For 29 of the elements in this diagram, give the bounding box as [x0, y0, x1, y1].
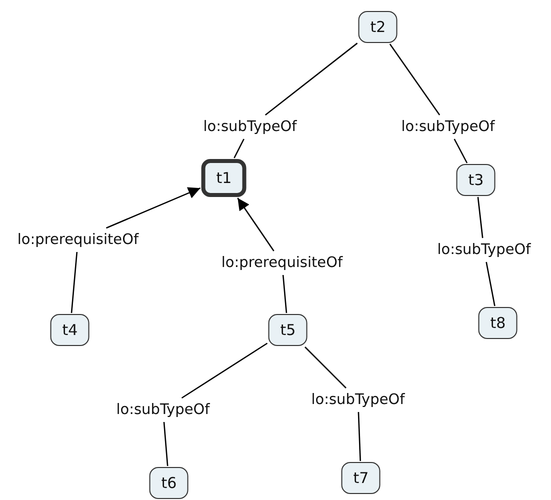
concept-box: t3: [456, 164, 496, 196]
concept-box: t4: [50, 314, 90, 346]
connector-line: [304, 346, 346, 388]
connector-line: [181, 342, 268, 399]
arrow: [106, 187, 201, 229]
connector-line: [389, 44, 440, 116]
concept-box: t7: [341, 462, 381, 494]
concept-box: t5: [268, 314, 308, 346]
connector-line: [282, 274, 288, 314]
linking-phrase: lo:subTypeOf: [201, 118, 299, 136]
connector-line: [163, 422, 168, 466]
linking-phrase: lo:subTypeOf: [114, 401, 212, 419]
connector-line: [477, 196, 484, 238]
connector-line: [234, 138, 244, 158]
concept-box: t8: [478, 307, 518, 339]
linking-phrase: lo:subTypeOf: [435, 241, 533, 259]
connector-line: [70, 252, 78, 314]
arrow: [237, 198, 274, 252]
concept-box: t6: [149, 467, 189, 499]
connector-line: [454, 138, 468, 164]
linking-phrase: lo:subTypeOf: [309, 391, 407, 409]
concept-box: t1: [201, 159, 247, 197]
connector-line: [486, 262, 496, 306]
linking-phrase: lo:prerequisiteOf: [219, 254, 345, 272]
linking-phrase: lo:subTypeOf: [399, 118, 497, 136]
connector-line: [358, 412, 361, 462]
linking-phrase: lo:prerequisiteOf: [15, 231, 141, 249]
concept-box: t2: [358, 11, 398, 43]
connector-line: [264, 42, 358, 116]
